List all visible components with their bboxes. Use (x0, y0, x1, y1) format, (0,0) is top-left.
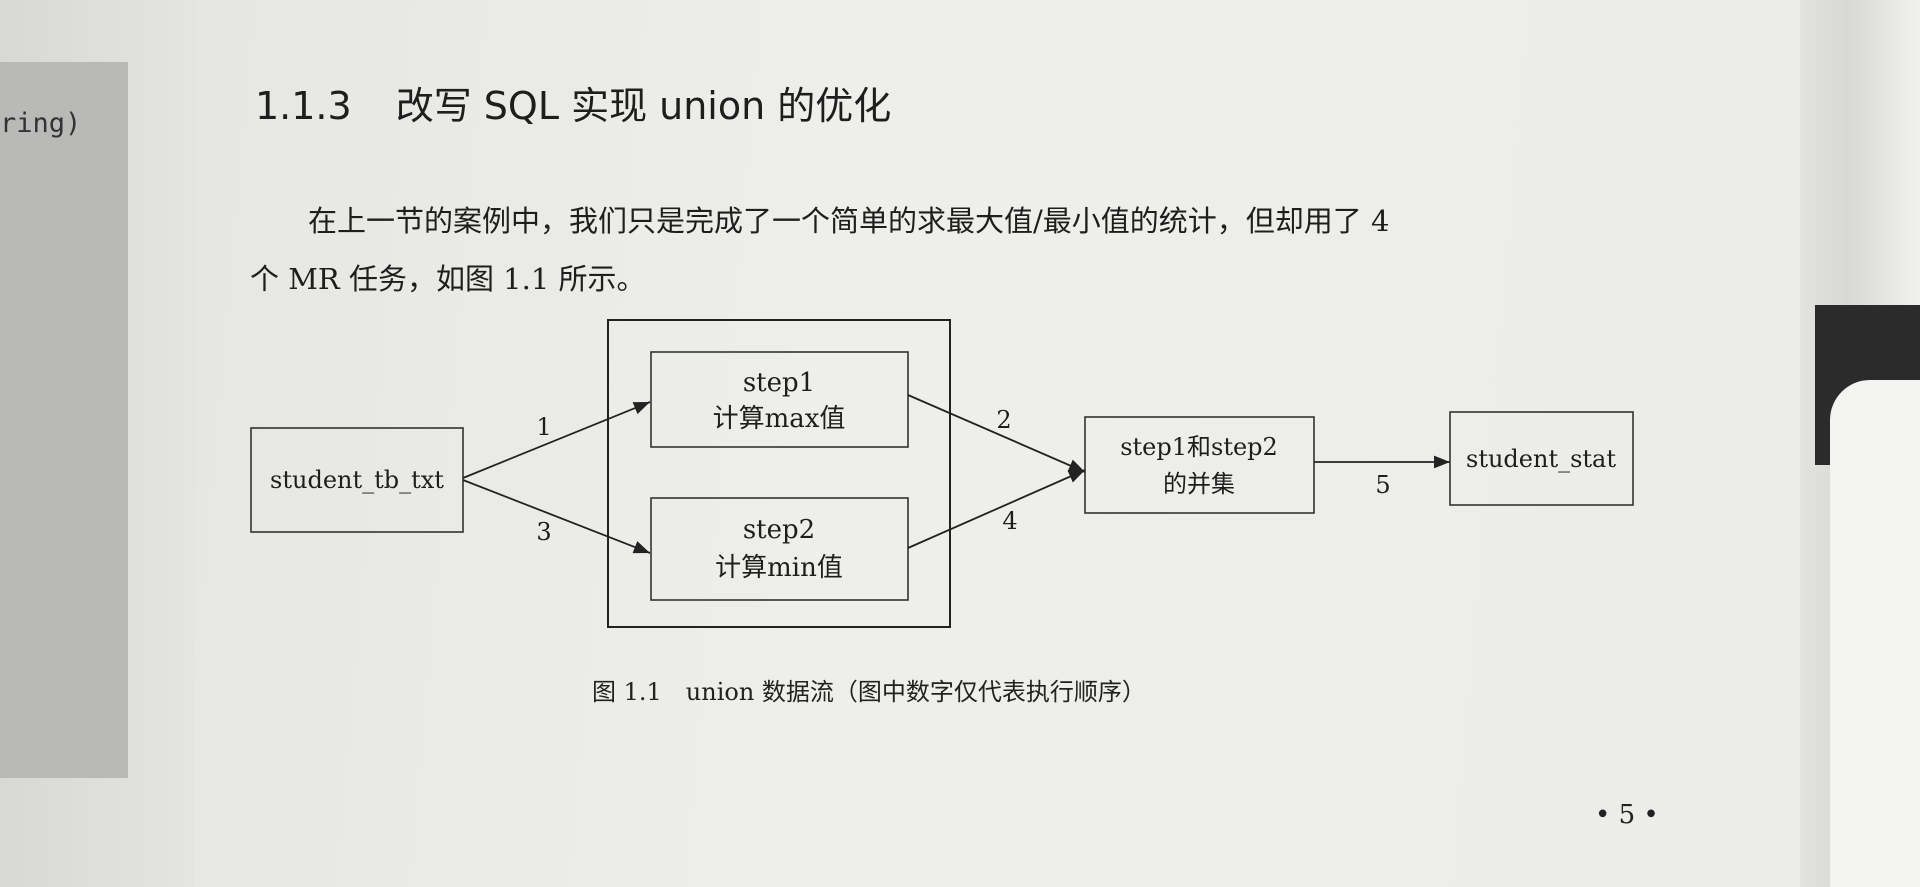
edge-label-5: 5 (1375, 471, 1390, 499)
paragraph-line-2: 个 MR 任务，如图 1.1 所示。 (250, 262, 646, 296)
source-node-label: student_tb_txt (270, 466, 444, 494)
union-node-line-1: step1和step2 (1120, 433, 1278, 461)
book-page (195, 0, 1810, 887)
edge-3-arrow (462, 479, 651, 554)
step2-title: step2 (743, 515, 815, 545)
section-title: 改写 SQL 实现 union 的优化 (395, 84, 892, 128)
edge-label-4: 4 (1002, 507, 1017, 535)
edge-2-arrow (907, 394, 1086, 473)
left-page-code-fragment: ring) (0, 108, 82, 139)
page-number: • 5 • (1595, 800, 1659, 830)
step1-title: step1 (743, 368, 815, 398)
section-heading: 1.1.3 改写 SQL 实现 union 的优化 (255, 75, 891, 130)
edge-label-2: 2 (996, 406, 1011, 434)
paragraph-line-1: 在上一节的案例中，我们只是完成了一个简单的求最大值/最小值的统计，但却用了 4 (308, 204, 1390, 238)
right-light-object (1830, 380, 1920, 887)
edge-label-1: 1 (536, 413, 551, 441)
step1-node (650, 351, 909, 448)
step1-desc: 计算max值 (713, 404, 846, 434)
target-node (1449, 411, 1634, 506)
section-number: 1.1.3 (255, 84, 352, 128)
mr-stage-container (607, 319, 951, 628)
edge-1-arrow (462, 401, 651, 479)
figure-caption: 图 1.1 union 数据流（图中数字仅代表执行顺序） (592, 678, 1146, 706)
edge-label-3: 3 (536, 518, 551, 546)
target-node-label: student_stat (1466, 445, 1616, 473)
union-node-line-2: 的并集 (1163, 470, 1235, 498)
union-node (1084, 416, 1315, 514)
step2-desc: 计算min值 (715, 553, 843, 583)
left-page-shadow (0, 62, 128, 778)
edge-4-arrow (907, 469, 1086, 549)
step2-node (650, 497, 909, 601)
